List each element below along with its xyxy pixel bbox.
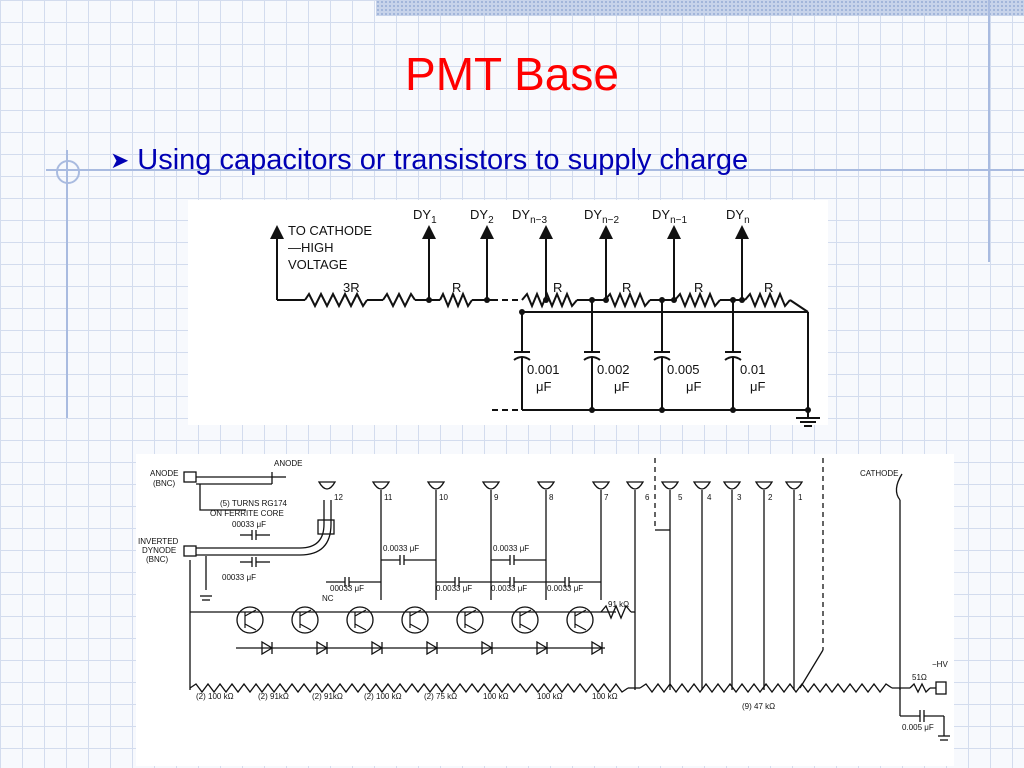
- cathode-label-line3: VOLTAGE: [288, 257, 348, 272]
- resistor-label: R: [622, 280, 631, 295]
- coupling-cap-label: 00033 μF: [330, 584, 364, 593]
- bottom-resistor-label: 100 kΩ: [483, 692, 509, 701]
- capacitor-unit: μF: [686, 379, 701, 394]
- dynode-number: 11: [384, 493, 393, 502]
- dynode-label-sub: n−1: [670, 215, 687, 226]
- bottom-resistor-label: 100 kΩ: [537, 692, 563, 701]
- resistor-91k-label: 91 kΩ: [608, 600, 629, 609]
- resistor-chain-label: (9) 47 kΩ: [742, 702, 775, 711]
- bottom-resistor-label: (2) 91kΩ: [258, 692, 289, 701]
- ferrite-label: ON FERRITE CORE: [210, 509, 284, 518]
- bottom-resistor-label: (2) 75 kΩ: [424, 692, 457, 701]
- dynode-number: 2: [768, 493, 773, 502]
- dynode-label: DYn−2: [584, 207, 619, 226]
- bullet-text: Using capacitors or transistors to suppl…: [137, 143, 749, 176]
- dynode-label: DYn−3: [512, 207, 547, 226]
- bottom-resistor-label: (2) 100 kΩ: [364, 692, 402, 701]
- inverted-label-line2: DYNODE: [142, 546, 176, 555]
- hv-label: −HV: [932, 660, 948, 669]
- resistor-label: R: [764, 280, 773, 295]
- inverted-label-line1: INVERTED: [138, 537, 179, 546]
- dynode-number: 9: [494, 493, 499, 502]
- capacitor-value: 0.005: [667, 362, 700, 377]
- turns-label: (5) TURNS RG174: [220, 499, 288, 508]
- nc-label: NC: [322, 594, 334, 603]
- decor-vertical-line-left: [66, 150, 68, 418]
- dynode-label-base: DY: [512, 207, 530, 222]
- header-texture-band: [376, 0, 1024, 16]
- coupling-cap-label: 0.0033 μF: [491, 584, 527, 593]
- dynode-number: 7: [604, 493, 609, 502]
- bottom-transistor-base-schematic: ANODE (BNC) ANODE (5) TURNS RG174 ON FER…: [136, 454, 954, 766]
- decor-circle: [56, 160, 80, 184]
- dynode-label: DY2: [470, 207, 494, 226]
- dynode-number: 12: [334, 493, 343, 502]
- bottom-resistor-label: (2) 100 kΩ: [196, 692, 234, 701]
- coupling-cap-label: 0.0033 μF: [493, 544, 529, 553]
- slide-title: PMT Base: [405, 48, 619, 100]
- dynode-number: 5: [678, 493, 683, 502]
- dynode-label: DYn: [726, 207, 750, 226]
- coupling-cap-label: 0.0033 μF: [436, 584, 472, 593]
- cathode-label-line1: TO CATHODE: [288, 223, 372, 238]
- inverted-cap-label: 00033 μF: [222, 573, 256, 582]
- coupling-cap-label: 0.0033 μF: [547, 584, 583, 593]
- dynode-label-base: DY: [413, 207, 431, 222]
- capacitor-unit: μF: [750, 379, 765, 394]
- bottom-resistor-label: (2) 91kΩ: [312, 692, 343, 701]
- resistor-label: R: [452, 280, 461, 295]
- resistor-label: R: [553, 280, 562, 295]
- decor-horizontal-line: [46, 169, 1024, 171]
- cathode-label: CATHODE: [860, 469, 899, 478]
- bullet-item: ➤ Using capacitors or transistors to sup…: [110, 140, 748, 180]
- dynode-label-sub: 2: [488, 215, 494, 226]
- dynode-label: DY1: [413, 207, 437, 226]
- capacitor-unit: μF: [536, 379, 551, 394]
- dynode-number: 4: [707, 493, 712, 502]
- dynode-number: 1: [798, 493, 803, 502]
- dynode-number: 3: [737, 493, 742, 502]
- top-voltage-divider-schematic: TO CATHODE —HIGH VOLTAGE DY1 DY2 DYn−3 D…: [188, 200, 828, 427]
- dynode-label: DYn−1: [652, 207, 687, 226]
- capacitor-value: 0.001: [527, 362, 560, 377]
- bullet-arrow-icon: ➤: [110, 146, 130, 173]
- resistor-label: 3R: [343, 280, 360, 295]
- dynode-number: 6: [645, 493, 650, 502]
- dynode-label-base: DY: [652, 207, 670, 222]
- anode-line-label: ANODE: [274, 459, 302, 468]
- dynode-label-sub: n−3: [530, 215, 547, 226]
- capacitor-unit: μF: [614, 379, 629, 394]
- dynode-label-sub: 1: [431, 215, 437, 226]
- decor-vertical-line-right: [988, 0, 990, 262]
- resistor-label: R: [694, 280, 703, 295]
- dynode-label-sub: n−2: [602, 215, 619, 226]
- ferrite-cap-label: 00033 μF: [232, 520, 266, 529]
- capacitor-value: 0.01: [740, 362, 765, 377]
- inverted-label-line3: (BNC): [146, 555, 169, 564]
- dynode-label-base: DY: [584, 207, 602, 222]
- dynode-label-base: DY: [726, 207, 744, 222]
- cathode-label-line2: —HIGH: [288, 240, 334, 255]
- anode-bnc-label: ANODE: [150, 469, 178, 478]
- dynode-number: 10: [439, 493, 448, 502]
- resistor-51-label: 51Ω: [912, 673, 927, 682]
- dynode-label-base: DY: [470, 207, 488, 222]
- dynode-number: 8: [549, 493, 554, 502]
- anode-bnc-sub-label: (BNC): [153, 479, 176, 488]
- dynode-label-sub: n: [744, 215, 750, 226]
- bottom-resistor-label: 100 kΩ: [592, 692, 618, 701]
- hv-cap-label: 0.005 μF: [902, 723, 934, 732]
- capacitor-value: 0.002: [597, 362, 630, 377]
- coupling-cap-label: 0.0033 μF: [383, 544, 419, 553]
